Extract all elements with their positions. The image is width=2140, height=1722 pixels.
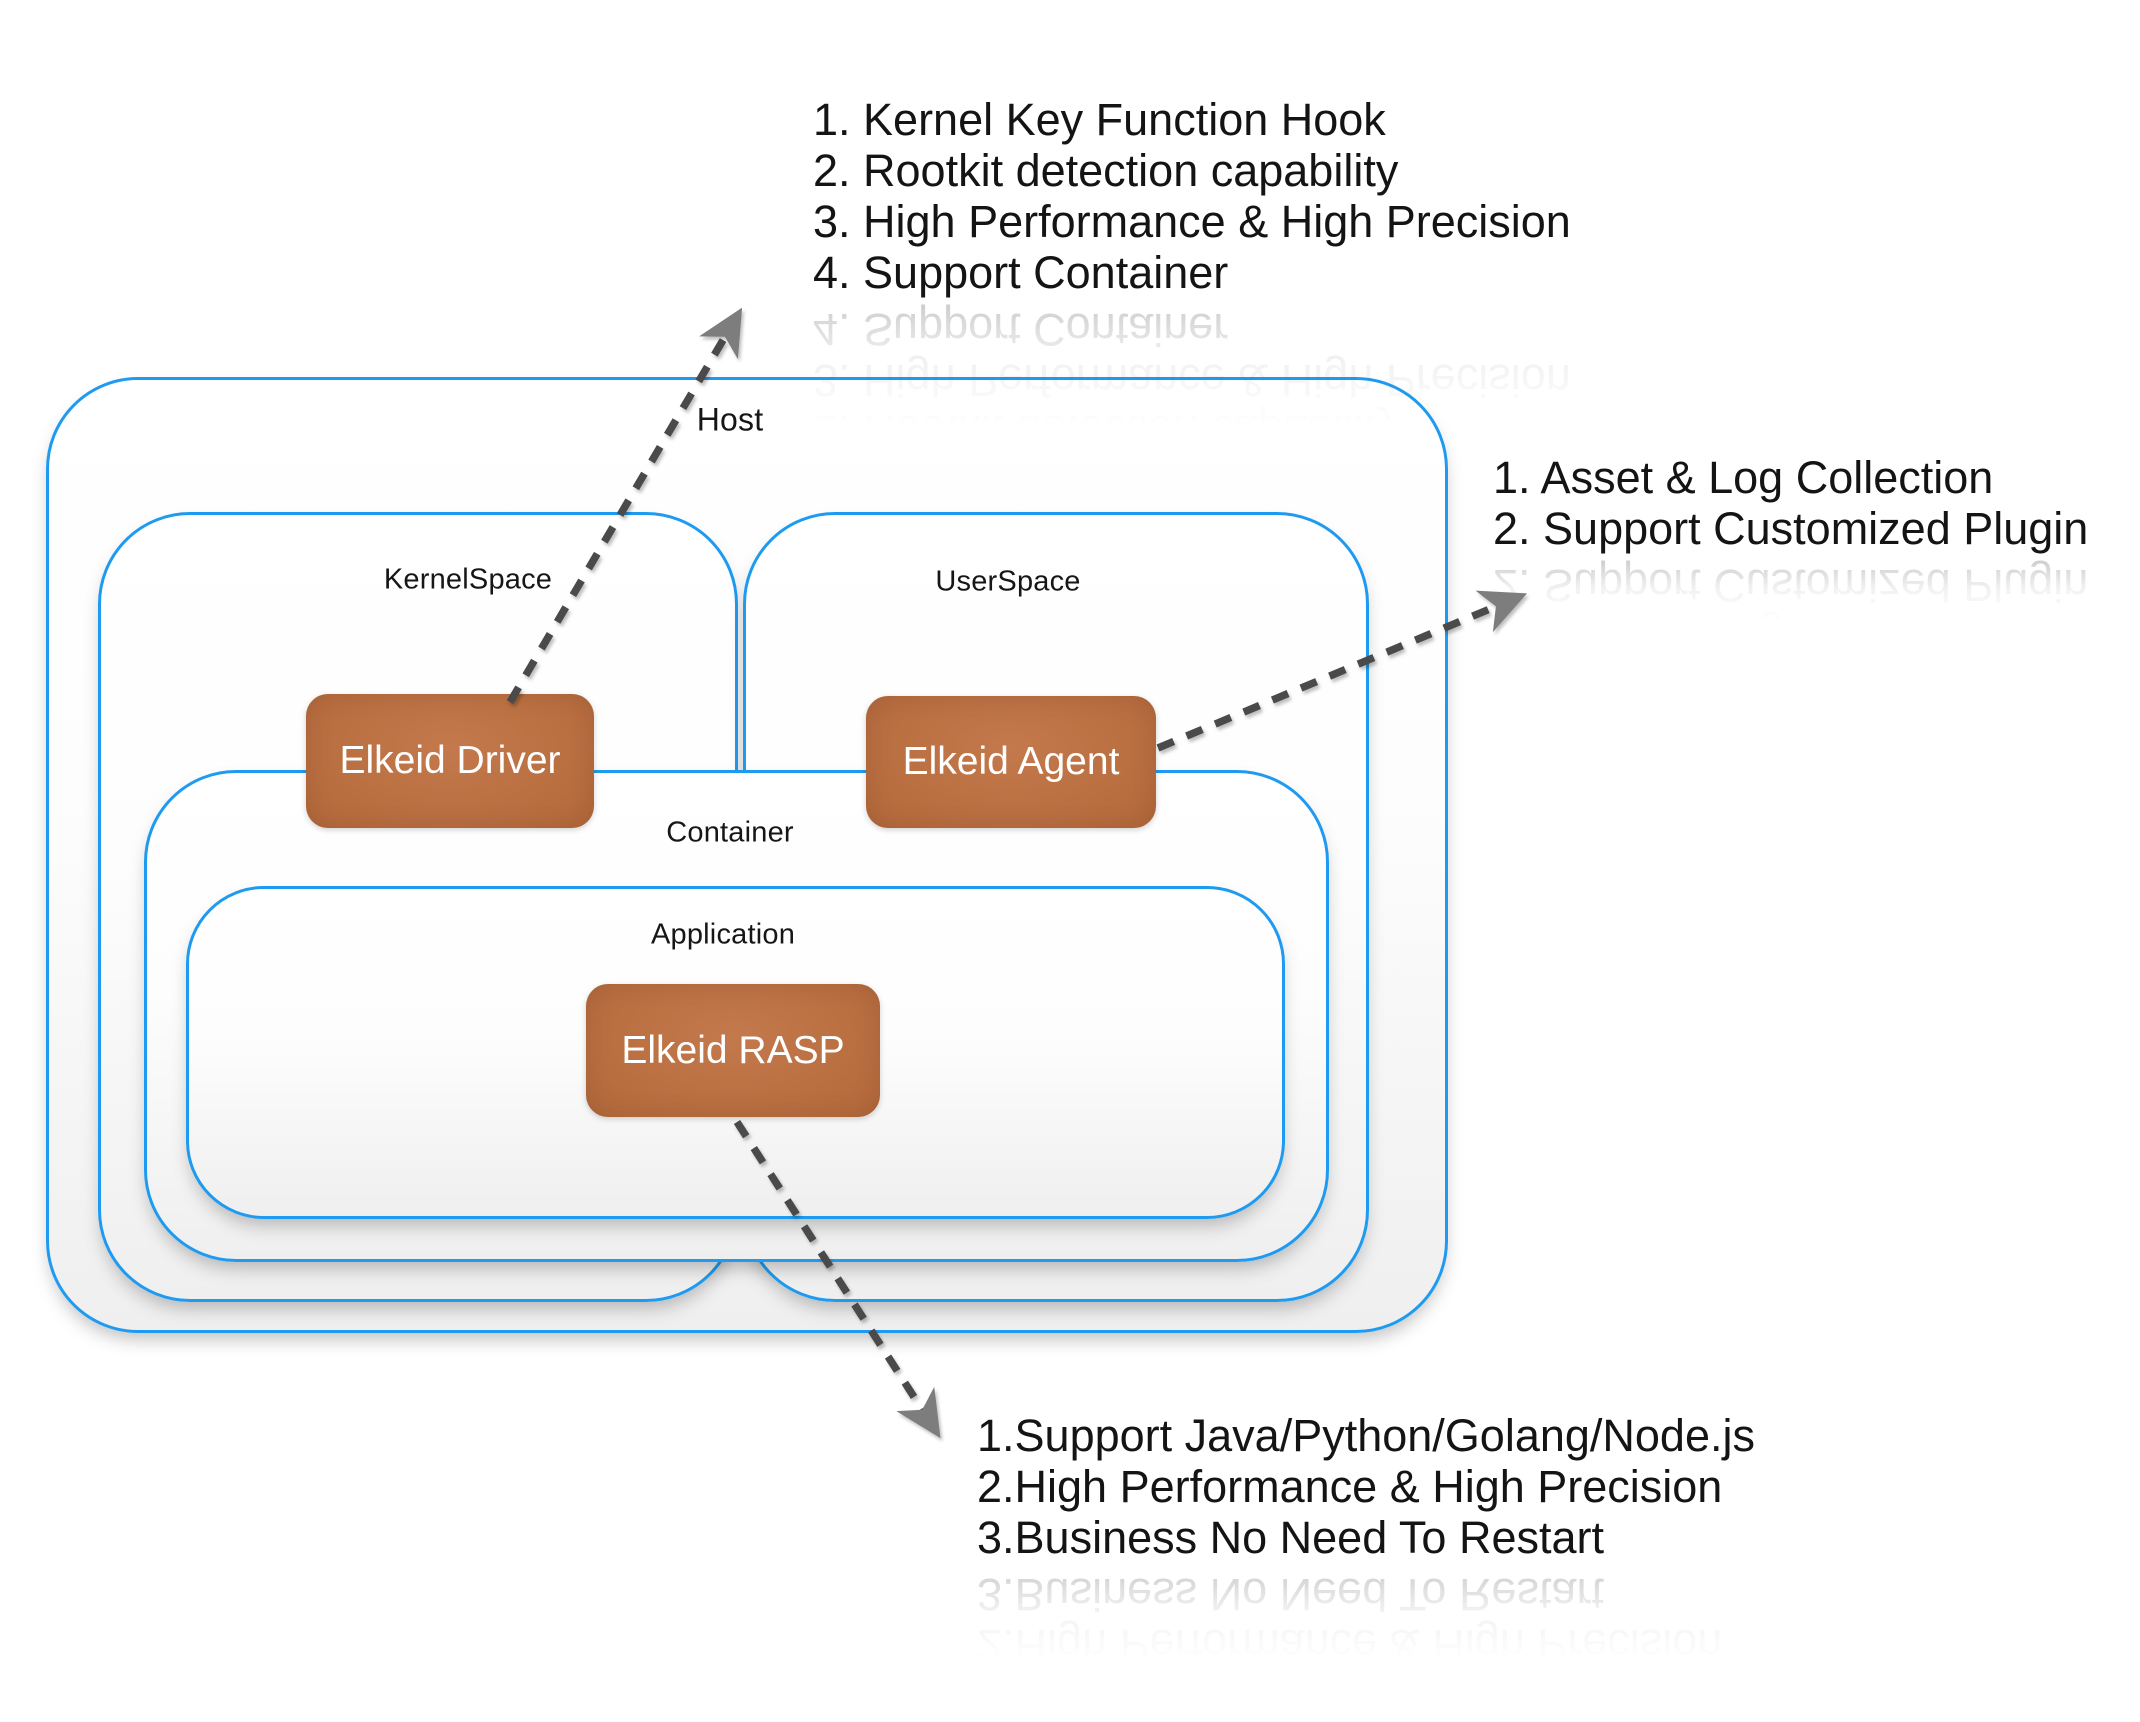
elkeid-driver-node: Elkeid Driver — [306, 694, 594, 828]
agent-features-list: 1. Asset & Log Collection 2. Support Cus… — [1493, 452, 2088, 662]
annotation-line: 2. Support Customized Plugin — [1493, 503, 2089, 554]
elkeid-driver-label: Elkeid Driver — [339, 739, 561, 782]
annotation-line: 1. Asset & Log Collection — [1493, 452, 1994, 503]
rasp-features-lines: 1.Support Java/Python/Golang/Node.js 2.H… — [977, 1410, 1755, 1563]
container-label: Container — [666, 816, 794, 849]
annotation-line: 1.Support Java/Python/Golang/Node.js — [977, 1410, 1755, 1461]
annotation-line: 3. High Performance & High Precision — [813, 196, 1571, 247]
application-label: Application — [650, 918, 796, 951]
agent-features-lines: 1. Asset & Log Collection 2. Support Cus… — [1493, 452, 2088, 554]
arrow-driver-to-features — [506, 307, 743, 704]
arrow-rasp-to-features — [733, 1119, 941, 1439]
elkeid-agent-label: Elkeid Agent — [902, 740, 1120, 783]
host-label: Host — [696, 401, 764, 438]
arrow-agent-to-features — [1156, 590, 1528, 752]
driver-features-lines: 1. Kernel Key Function Hook 2. Rootkit d… — [813, 94, 1571, 298]
annotation-line: 4. Support Container — [813, 247, 1229, 298]
driver-features-list: 1. Kernel Key Function Hook 2. Rootkit d… — [813, 94, 1571, 508]
rasp-features-list: 1.Support Java/Python/Golang/Node.js 2.H… — [977, 1410, 1755, 1722]
elkeid-rasp-node: Elkeid RASP — [586, 984, 880, 1117]
elkeid-rasp-label: Elkeid RASP — [621, 1028, 845, 1072]
kernelspace-label: KernelSpace — [383, 563, 553, 596]
annotation-line: 3.Business No Need To Restart — [977, 1512, 1604, 1563]
annotation-line: 2. Rootkit detection capability — [813, 145, 1399, 196]
annotation-line: 2.High Performance & High Precision — [977, 1461, 1723, 1512]
arrow-layer — [506, 307, 1528, 1439]
diagram-canvas: Host KernelSpace UserSpace Container App… — [46, 94, 2088, 1722]
userspace-label: UserSpace — [935, 565, 1081, 598]
elkeid-agent-node: Elkeid Agent — [866, 696, 1156, 828]
annotation-line: 1. Kernel Key Function Hook — [813, 94, 1386, 145]
